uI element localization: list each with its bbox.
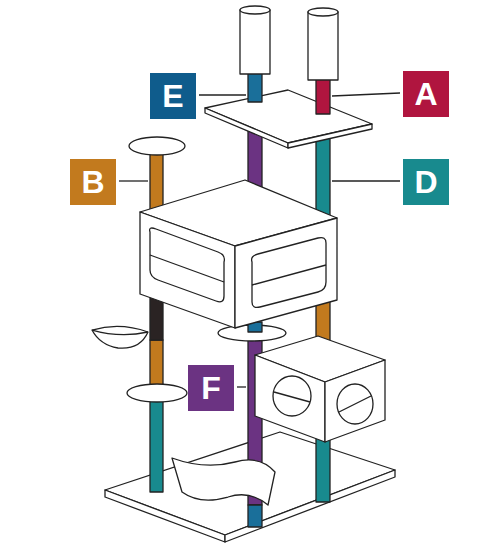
part-letter: F — [201, 372, 221, 404]
part-letter: D — [414, 166, 437, 198]
part-letter: B — [81, 166, 104, 198]
leader-lines — [119, 93, 400, 387]
part-letter: E — [162, 80, 183, 112]
part-label-box: E — [150, 73, 196, 119]
part-label-box: B — [70, 159, 116, 205]
part-letter: A — [414, 78, 437, 110]
part-label-box: A — [403, 71, 449, 117]
part-label-box: F — [188, 365, 234, 411]
part-label-box: D — [403, 159, 449, 205]
